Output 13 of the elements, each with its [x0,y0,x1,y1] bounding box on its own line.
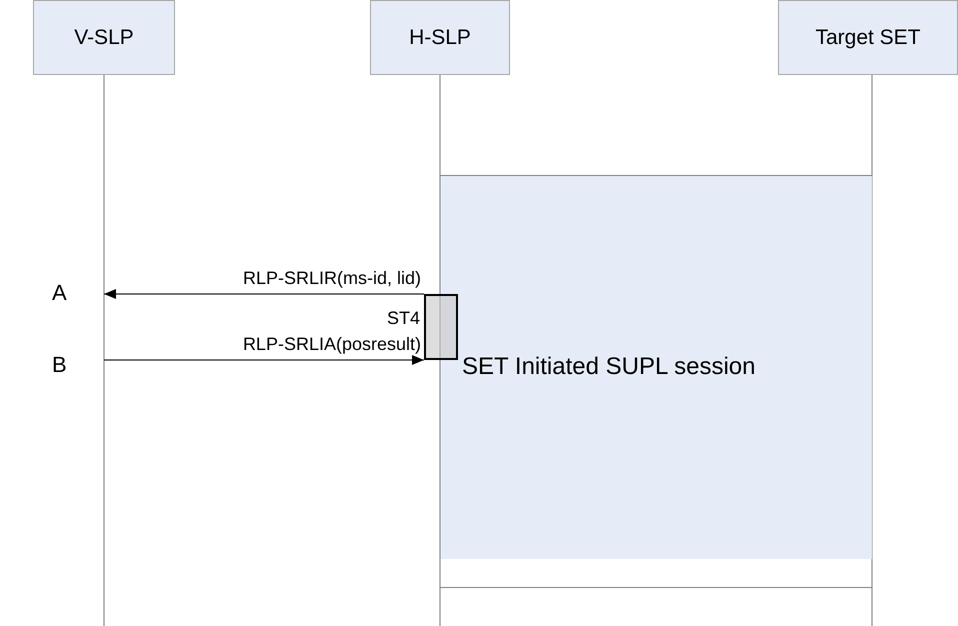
participant-box: H-SLP [370,0,510,75]
message-arrow [104,289,424,299]
message-arrow [104,355,424,365]
participant-box: Target SET [778,0,958,75]
session-box [440,175,872,588]
session-label: SET Initiated SUPL session [462,353,756,381]
step-label: B [52,352,67,378]
timer-box [424,294,458,360]
step-label: A [52,280,67,306]
message-label: RLP-SRLIA(posresult) [242,334,421,355]
timer-label: ST4 [386,308,420,329]
participant-box: V-SLP [33,0,175,75]
message-label: RLP-SRLIR(ms-id, lid) [242,268,421,289]
